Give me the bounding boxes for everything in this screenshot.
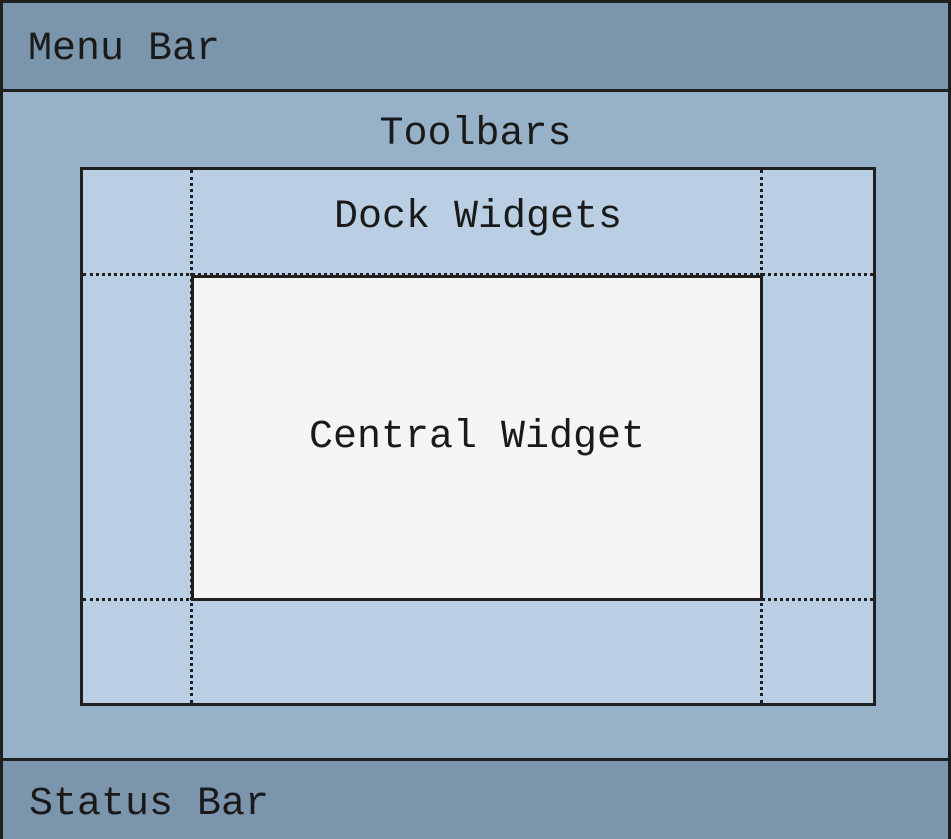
- dock-widgets-region: Dock Widgets Central Widget: [80, 167, 876, 706]
- menu-bar-region: Menu Bar: [3, 3, 948, 92]
- central-widget-label: Central Widget: [308, 415, 646, 460]
- dock-divider-top: [83, 273, 873, 276]
- dock-widgets-label: Dock Widgets: [333, 195, 623, 240]
- status-bar-region: Status Bar: [3, 758, 948, 839]
- toolbars-label: Toolbars: [379, 112, 572, 157]
- status-bar-label: Status Bar: [29, 782, 270, 827]
- menu-bar-label: Menu Bar: [28, 27, 221, 72]
- central-widget-region: Central Widget: [191, 275, 763, 601]
